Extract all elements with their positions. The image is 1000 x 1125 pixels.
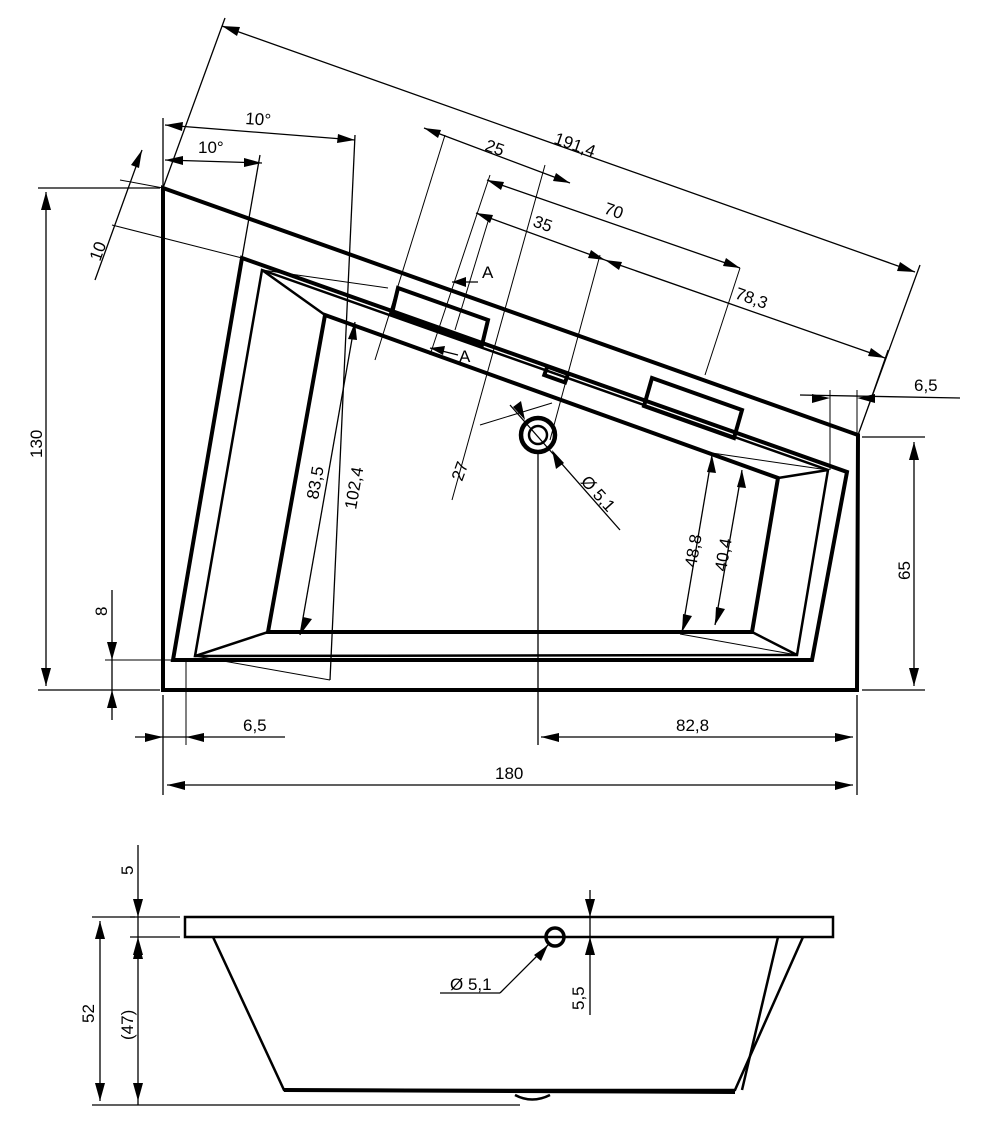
- label-offset-78-3: 78,3: [733, 284, 771, 313]
- label-offset-35: 35: [531, 212, 555, 236]
- label-dim-27: 27: [448, 459, 472, 483]
- label-overflow-5-5: 5,5: [569, 986, 588, 1010]
- dimension-arrows: [41, 26, 919, 790]
- side-tub-bottom: [283, 1088, 736, 1094]
- label-diagonal-191-4: 191,4: [552, 129, 598, 161]
- side-tub-inner-wall: [740, 936, 780, 1091]
- side-dimension-lines: [92, 845, 598, 1106]
- label-inner-depth-47: (47): [118, 1010, 137, 1040]
- side-rim: [183, 915, 835, 939]
- dimension-lines: [38, 17, 961, 795]
- label-total-width-180: 180: [495, 764, 523, 783]
- label-height-52: 52: [79, 1004, 98, 1023]
- recess-right: [641, 375, 745, 441]
- label-rim-5: 5: [118, 866, 137, 875]
- label-dim-8: 8: [92, 607, 111, 616]
- label-section-a-top: A: [482, 263, 494, 282]
- side-drain-outlet: [514, 1093, 551, 1101]
- label-section-a-bottom: A: [459, 347, 471, 366]
- label-offset-25: 25: [483, 136, 507, 160]
- label-inner-48-8: 48,8: [681, 533, 705, 569]
- corner-bevels: [194, 268, 829, 681]
- label-angle-inner: 10°: [198, 138, 224, 157]
- side-view: 5 52 (47) Ø 5,1 5,5: [79, 845, 835, 1106]
- side-dimension-labels: 5 52 (47) Ø 5,1 5,5: [79, 866, 588, 1040]
- label-angle-outer: 10°: [245, 109, 272, 130]
- label-height-130: 130: [27, 430, 46, 458]
- side-dimension-arrows: [95, 899, 595, 1101]
- label-drain-diameter: Ø 5,1: [577, 472, 619, 516]
- outer-contour: [161, 185, 861, 692]
- label-inner-102-4: 102,4: [341, 465, 367, 510]
- overflow-icon: [544, 926, 566, 948]
- label-drain-offset-82-8: 82,8: [676, 716, 709, 735]
- top-view: 10° 10° 191,4 25 70 35 78,3 6,5 10 130 8…: [27, 17, 961, 795]
- label-overflow-diameter: Ø 5,1: [450, 975, 492, 994]
- label-edge-10: 10: [86, 239, 110, 263]
- label-height-65: 65: [895, 561, 914, 580]
- label-rim-6-5-bottom: 6,5: [243, 716, 267, 735]
- recess-left: [389, 285, 491, 348]
- label-rim-6-5-right: 6,5: [914, 376, 938, 395]
- label-inner-40-4: 40,4: [711, 537, 735, 573]
- side-tub-body: [211, 936, 805, 1092]
- label-offset-70: 70: [602, 199, 626, 223]
